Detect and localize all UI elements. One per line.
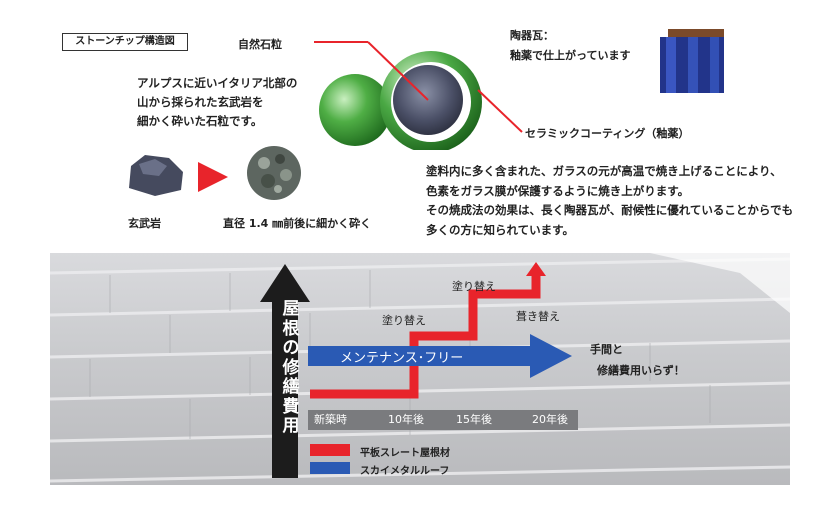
legend-swatch-sky-metal (310, 462, 350, 474)
pointer-coating (477, 89, 523, 133)
annotation-paint-2: 塗り替え (452, 280, 496, 293)
timeline-label: 15年後 (456, 413, 492, 426)
description-text: 塗料内に多く含まれた、ガラスの元が高温で焼き上げることにより、 色素をガラス膜が… (426, 162, 793, 240)
description-line: 多くの方に知られています。 (426, 222, 575, 237)
timeline-label: 10年後 (388, 413, 424, 426)
label-coating: セラミックコーティング（釉薬） (525, 127, 690, 140)
timeline-label: 20年後 (532, 413, 568, 426)
note-line-1: 手間と (590, 343, 623, 356)
crushed-label: 直径 1.4 ㎜前後に細かく砕く (223, 217, 372, 230)
basalt-label: 玄武岩 (128, 217, 161, 230)
label-ceramic: 陶器瓦： (510, 29, 554, 42)
pointer-stone-diag (367, 41, 429, 101)
description-line: 塗料内に多く含まれた、ガラスの元が高温で焼き上げることにより、 (426, 164, 782, 178)
intro-text: アルプスに近いイタリア北部の 山から採られた玄武岩を 細かく砕いた石粒です。 (137, 74, 297, 131)
legend-label-slate: 平板スレート屋根材 (360, 448, 450, 459)
crushed-stone-image (247, 146, 301, 200)
intro-line: 山から採られた玄武岩を (137, 95, 264, 109)
transform-arrow (198, 162, 228, 192)
annotation-reroof: 葺き替え (516, 310, 560, 323)
label-stone: 自然石粒 (238, 38, 282, 51)
stone-chip-diagram (314, 41, 523, 150)
intro-line: アルプスに近いイタリア北部の (137, 76, 298, 90)
green-sphere-left (319, 74, 391, 146)
cost-axis-label: 屋根の修繕費用 (282, 299, 300, 436)
annotation-paint-1: 塗り替え (382, 314, 426, 327)
legend-label-sky-metal: スカイメタルルーフ (360, 466, 450, 477)
slate-roof-arrowhead (526, 262, 546, 276)
diagram-title-box: ストーンチップ構造図 (62, 33, 188, 51)
timeline-bar: 新築時 10年後 15年後 20年後 (308, 410, 578, 430)
description-line: その焼成法の効果は、長く陶器瓦が、耐候性に優れていることからでも (426, 203, 794, 217)
basalt-rock-image (129, 155, 183, 196)
series-sky-metal-roof (308, 334, 572, 378)
roof-texture (50, 253, 790, 483)
cost-axis-arrow (260, 264, 310, 478)
legend-swatch-slate (310, 444, 350, 456)
label-ceramic-sub: 釉薬で仕上がっています (510, 49, 631, 62)
ceramic-tile-image (660, 29, 724, 93)
note-line-2: 修繕費用いらず！ (597, 364, 685, 377)
timeline-label: 新築時 (314, 413, 347, 426)
blue-arrow-label: メンテナンス･フリー (340, 351, 464, 366)
intro-line: 細かく砕いた石粒です。 (137, 114, 263, 128)
description-line: 色素をガラス膜が保護するように焼き上がります。 (426, 183, 690, 198)
series-slate-roof (310, 272, 541, 399)
roof-background (50, 253, 790, 485)
